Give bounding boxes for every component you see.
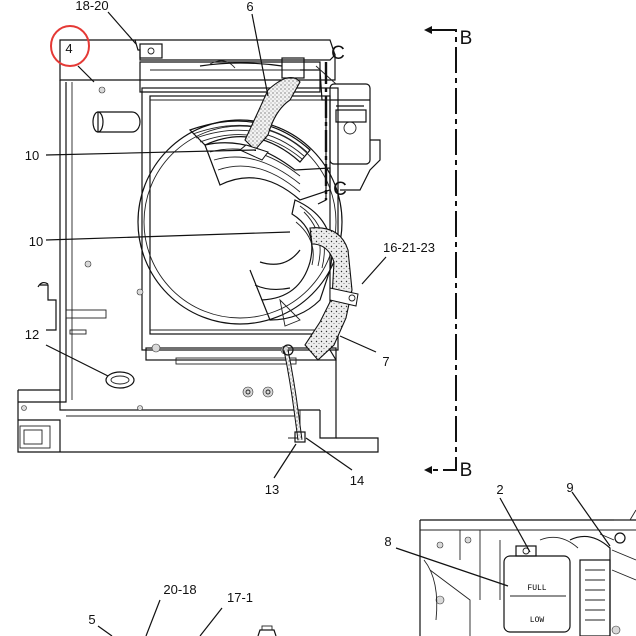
callout-10b: 10: [29, 234, 43, 249]
tank-low-label: LOW: [530, 616, 545, 625]
callout-5: 5: [88, 612, 95, 627]
section-b-bottom: B: [460, 460, 473, 481]
highlight-circle: [50, 25, 90, 67]
drain-tube: [282, 344, 306, 443]
callout-9: 9: [566, 480, 573, 495]
section-line-b: [424, 26, 457, 474]
callout-labels: 18-20 4 6 10 10 12 16-21-23 7 13 14 2 9 …: [25, 0, 574, 627]
callout-8: 8: [384, 534, 391, 549]
callout-2: 2: [496, 482, 503, 497]
section-c-top: C: [331, 43, 345, 64]
callout-18-20: 18-20: [75, 0, 108, 13]
leader-lines: [45, 11, 611, 636]
section-c-mid: C: [333, 179, 347, 200]
callout-14: 14: [350, 473, 364, 488]
callout-17-1: 17-1: [227, 590, 253, 605]
radiator-assembly: [17, 39, 379, 453]
lower-left-partial: [257, 625, 277, 636]
callout-7: 7: [382, 354, 389, 369]
callout-13: 13: [265, 482, 279, 497]
hose-upper: [239, 76, 301, 161]
hose-lower: [304, 227, 359, 361]
section-b-top: B: [460, 28, 473, 49]
tank-full-label: FULL: [527, 584, 546, 593]
callout-16-21-23: 16-21-23: [383, 240, 435, 255]
callout-12: 12: [25, 327, 39, 342]
section-letters: B B C C: [331, 28, 472, 481]
callout-6: 6: [246, 0, 253, 14]
callout-4: 4: [65, 41, 72, 56]
callout-10a: 10: [25, 148, 39, 163]
callout-20-18: 20-18: [163, 582, 196, 597]
inset-detail: FULL LOW: [419, 509, 636, 636]
